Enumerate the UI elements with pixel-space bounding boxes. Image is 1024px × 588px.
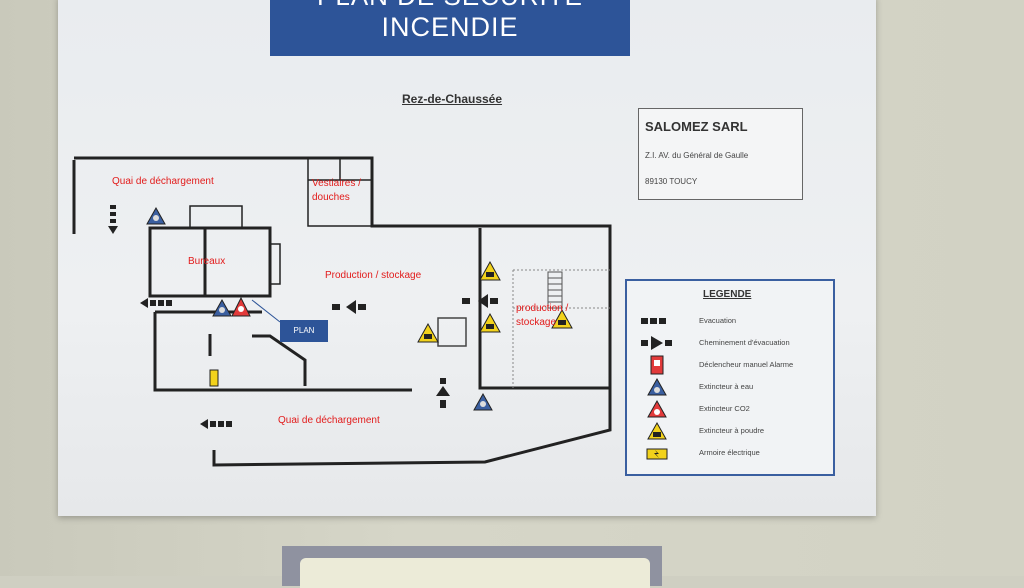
- water-extinguisher-icon: [473, 392, 493, 411]
- legend-item: Armoire électrique: [627, 443, 833, 463]
- legend-item: Extincteur CO2: [627, 399, 833, 419]
- powder-extinguisher-icon: [647, 421, 667, 440]
- poster-title-line2: INCENDIE: [381, 12, 519, 42]
- electrical-cabinet-icon: [209, 369, 219, 387]
- evacuation-arrow-icon: [641, 318, 666, 324]
- company-city: 89130 TOUCY: [645, 177, 698, 186]
- zone-label-stockage2: stockage: [516, 317, 557, 328]
- water-extinguisher-icon: [212, 298, 232, 317]
- legend-item-label: Armoire électrique: [699, 448, 760, 457]
- evacuation-arrow-icon: [108, 205, 118, 234]
- legend-item: Extincteur à poudre: [627, 421, 833, 441]
- evacuation-arrow-icon: [200, 419, 232, 429]
- electrical-cabinet-icon: [646, 448, 668, 460]
- poster-title-line1: PLAN DE SÉCURITÉ: [270, 0, 630, 10]
- powder-extinguisher-icon: [551, 308, 573, 329]
- zone-label-bureaux: Bureaux: [188, 256, 226, 267]
- legend-item-label: Extincteur CO2: [699, 404, 750, 413]
- zone-label-vestiaires: Vestiaires /: [312, 178, 361, 189]
- poster-title: PLAN DE SÉCURITÉ INCENDIE: [270, 0, 630, 56]
- legend-item-label: Déclencheur manuel Alarme: [699, 360, 794, 369]
- legend-box: LEGENDE Evacuation Cheminement d'évacuat…: [625, 279, 835, 476]
- powder-extinguisher-icon: [479, 312, 501, 333]
- co2-extinguisher-icon: [231, 296, 251, 317]
- lower-frame-panel: [300, 558, 650, 588]
- co2-extinguisher-icon: [647, 399, 667, 418]
- evacuation-path-icon: [436, 378, 450, 408]
- legend-item-label: Extincteur à eau: [699, 382, 754, 391]
- evacuation-path-icon: [332, 300, 366, 314]
- plan-marker-pointer: [251, 299, 281, 323]
- evacuation-path-icon: [462, 294, 498, 308]
- legend-item: Evacuation: [627, 311, 833, 331]
- zone-label-douches: douches: [312, 192, 350, 203]
- zone-label-quai-top: Quai de déchargement: [112, 176, 214, 187]
- zone-label-quai-bottom: Quai de déchargement: [278, 415, 380, 426]
- zone-label-production2: production /: [516, 303, 569, 314]
- legend-item-label: Extincteur à poudre: [699, 426, 765, 435]
- evacuation-arrow-icon: [140, 298, 172, 308]
- powder-extinguisher-icon: [479, 260, 501, 281]
- plan-walls: [72, 156, 612, 467]
- zone-label-production: Production / stockage: [325, 270, 422, 281]
- evacuation-arrows: [108, 205, 498, 429]
- extinguisher-markers: [146, 206, 573, 411]
- legend-item-label: Evacuation: [699, 316, 737, 325]
- legend-title: LEGENDE: [703, 289, 752, 300]
- evacuation-path-icon: [641, 336, 672, 350]
- company-address: Z.I. AV. du Général de Gaulle: [645, 151, 749, 160]
- legend-item-label: Cheminement d'évacuation: [699, 338, 790, 347]
- water-extinguisher-icon: [146, 206, 166, 225]
- legend-item: Déclencheur manuel Alarme: [627, 355, 833, 375]
- powder-extinguisher-icon: [417, 322, 439, 343]
- legend-item: Cheminement d'évacuation: [627, 333, 833, 353]
- stairs: [547, 271, 563, 309]
- floor-plan: [72, 156, 612, 467]
- legend-item: Extincteur à eau: [627, 377, 833, 397]
- you-are-here-marker: PLAN: [280, 320, 328, 342]
- water-extinguisher-icon: [647, 377, 667, 396]
- company-box: SALOMEZ SARL Z.I. AV. du Général de Gaul…: [638, 108, 803, 200]
- alarm-trigger-icon: [650, 355, 664, 375]
- company-name: SALOMEZ SARL: [645, 119, 748, 134]
- floor-label: Rez-de-Chaussée: [402, 92, 503, 106]
